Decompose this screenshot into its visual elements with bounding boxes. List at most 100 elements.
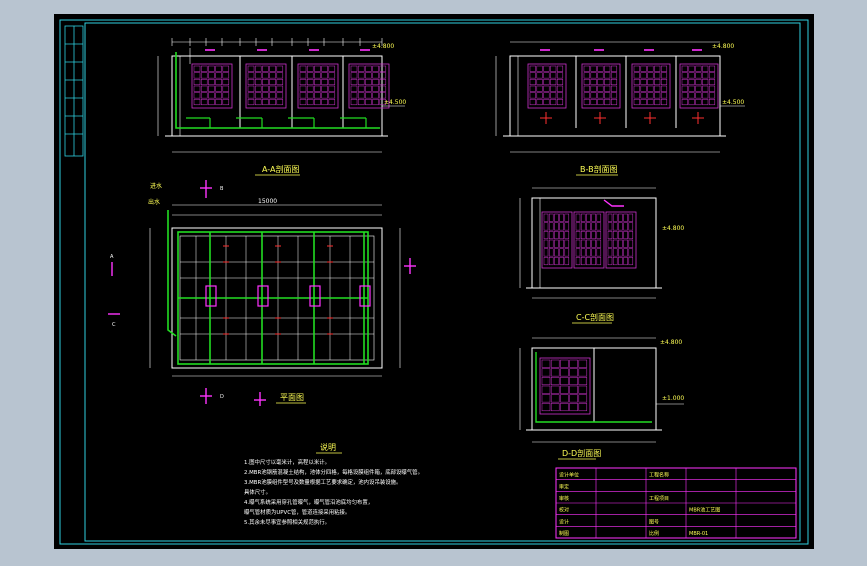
membrane-cell	[247, 65, 255, 72]
membrane-cell	[612, 239, 618, 248]
membrane-cell	[543, 257, 549, 266]
membrane-cell	[575, 231, 581, 240]
membrane-cell	[607, 257, 613, 266]
title-block-cell: 设计	[559, 518, 569, 525]
membrane-cell	[314, 79, 321, 86]
membrane-module	[539, 357, 591, 415]
membrane-cell	[541, 368, 551, 377]
membrane-cell	[618, 257, 623, 266]
membrane-cell	[559, 213, 564, 222]
membrane-cell	[654, 85, 661, 92]
membrane-cell	[604, 92, 611, 99]
membrane-cell	[633, 72, 640, 79]
membrane-cell	[597, 72, 604, 79]
drawing-sheet	[54, 14, 814, 549]
membrane-cell	[610, 65, 618, 72]
membrane-cell	[222, 92, 230, 99]
membrane-module	[631, 63, 671, 109]
elev-water-left: ±4.500	[384, 99, 406, 106]
membrane-cell	[543, 248, 549, 257]
note-line-3: 3.MBR池膜组件型号及数量根据工艺要求确定，池内设吊装设施。	[244, 478, 401, 486]
membrane-cell	[543, 92, 550, 99]
membrane-cell	[247, 79, 255, 86]
membrane-cell	[554, 222, 559, 231]
membrane-cell	[543, 65, 550, 72]
membrane-cell	[536, 85, 543, 92]
membrane-cell	[640, 99, 647, 106]
membrane-cell	[628, 222, 634, 231]
note-line-4: 具体尺寸。	[244, 488, 271, 496]
membrane-cell	[590, 79, 597, 86]
membrane-cell	[575, 257, 581, 266]
membrane-cell	[254, 99, 262, 106]
membrane-cell	[357, 85, 365, 92]
membrane-cell	[215, 72, 222, 79]
membrane-cell	[536, 79, 543, 86]
membrane-cell	[583, 79, 590, 86]
membrane-cell	[695, 79, 702, 86]
membrane-cell	[681, 72, 688, 79]
membrane-cell	[254, 85, 262, 92]
membrane-cell	[222, 72, 230, 79]
membrane-cell	[306, 72, 314, 79]
membrane-cell	[550, 85, 557, 92]
membrane-cell	[560, 359, 569, 368]
membrane-cell	[314, 65, 321, 72]
design-notes: 说明 1.图中尺寸以毫米计，高程以米计。 2.MBR池钢筋混凝土结构，池体分四格…	[244, 442, 423, 526]
membrane-cell	[299, 79, 307, 86]
membrane-cell	[254, 79, 262, 86]
notes-title: 说明	[320, 442, 336, 452]
cut-label-c: C	[112, 322, 116, 328]
membrane-cell	[247, 72, 255, 79]
membrane-cell	[688, 72, 695, 79]
membrane-cell	[590, 99, 597, 106]
membrane-cell	[610, 99, 618, 106]
title-block-cell: 比例	[649, 530, 659, 537]
membrane-cell	[702, 65, 709, 72]
membrane-cell	[372, 65, 379, 72]
title-block-cell: 审定	[559, 483, 569, 490]
membrane-cell	[541, 377, 551, 386]
membrane-cell	[583, 99, 590, 106]
note-line-6: 曝气管材质为UPVC管，管道连接采用粘接。	[244, 508, 350, 516]
note-line-2: 2.MBR池钢筋混凝土结构，池体分四格，每格设膜组件箱，底部设曝气管。	[244, 468, 423, 476]
membrane-cell	[314, 85, 321, 92]
membrane-module	[573, 211, 605, 269]
membrane-cell	[208, 99, 215, 106]
membrane-cell	[372, 92, 379, 99]
membrane-cell	[607, 248, 613, 257]
membrane-cell	[578, 368, 588, 377]
membrane-cell	[550, 377, 560, 386]
membrane-cell	[702, 92, 709, 99]
membrane-cell	[708, 92, 716, 99]
membrane-cell	[591, 213, 596, 222]
membrane-cell	[193, 99, 201, 106]
membrane-cell	[548, 239, 554, 248]
membrane-cell	[365, 92, 372, 99]
membrane-cell	[554, 239, 559, 248]
membrane-cell	[623, 231, 628, 240]
membrane-cell	[365, 65, 372, 72]
membrane-cell	[554, 213, 559, 222]
membrane-cell	[548, 248, 554, 257]
membrane-cell	[529, 92, 536, 99]
membrane-cell	[618, 213, 623, 222]
membrane-cell	[654, 79, 661, 86]
membrane-cell	[580, 222, 586, 231]
membrane-cell	[321, 85, 328, 92]
membrane-cell	[548, 257, 554, 266]
membrane-cell	[306, 92, 314, 99]
title-block-cell: 设计单位	[559, 472, 579, 479]
membrane-cell	[647, 65, 654, 72]
section-c-title: C-C剖面图	[576, 312, 614, 322]
membrane-cell	[556, 85, 564, 92]
membrane-cell	[556, 79, 564, 86]
membrane-cell	[556, 99, 564, 106]
membrane-cell	[560, 403, 569, 412]
note-line-5: 4.曝气系统采用穿孔管曝气，曝气管沿池底均匀布置，	[244, 498, 373, 506]
membrane-cell	[590, 72, 597, 79]
plan-title: 平面图	[280, 393, 304, 402]
membrane-cell	[269, 79, 276, 86]
membrane-cell	[262, 99, 269, 106]
